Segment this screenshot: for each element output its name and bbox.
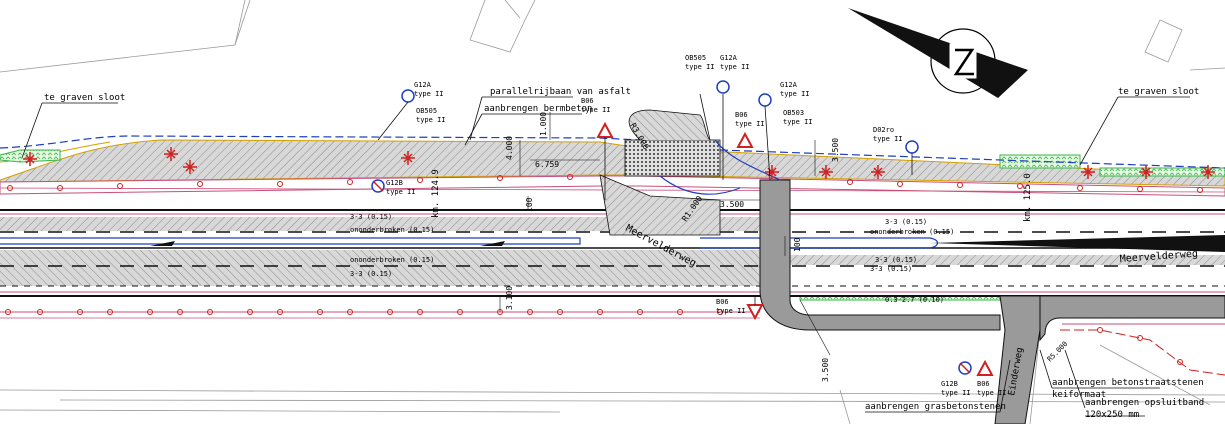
- sign-code-2: OB505: [416, 107, 437, 115]
- sign-code-1: G12A: [414, 81, 432, 89]
- label-parallelrijbaan: parallelrijbaan van asfalt: [490, 87, 631, 97]
- pole-markers: [5, 174, 1203, 365]
- dim-3100: 3.100: [505, 286, 514, 310]
- dim-100a: 100: [525, 197, 534, 212]
- dim-6759: 6.759: [535, 160, 559, 169]
- sign-b06-icon: [736, 131, 754, 148]
- leader-lines: [21, 93, 1190, 417]
- sign-type-4: type II: [581, 106, 611, 114]
- label-grasbetonstenen: aanbrengen grasbetonstenen: [865, 402, 1006, 412]
- sign-type-13: type II: [977, 389, 1007, 397]
- marking-4: 3-3 (0.15): [350, 270, 392, 278]
- north-arrow-icon: [848, 8, 1028, 98]
- sign-g12a-icon: [716, 80, 730, 94]
- marking-2: ononderbroken (0.15): [350, 226, 434, 234]
- sign-code-6: G12A: [720, 54, 738, 62]
- dim-3500b: 3.500: [831, 138, 840, 162]
- dim-100b: 100: [793, 237, 802, 252]
- marking-1: 3-3 (0.15): [350, 213, 392, 221]
- tree-markers: [23, 147, 1215, 179]
- marking-labels: 3-3 (0.15) ononderbroken (0.15) ononderb…: [350, 213, 954, 304]
- sign-type-3: type II: [386, 188, 416, 196]
- sign-code-7: B06: [735, 111, 748, 119]
- label-km-1: km. 124.9: [431, 169, 441, 218]
- marking-7: 0.3-2.7 (0.10): [885, 296, 944, 304]
- label-betonstraatstenen-1: aanbrengen betonstraatstenen: [1052, 378, 1204, 388]
- dim-4000: 4.000: [505, 136, 514, 160]
- sign-code-4: B06: [581, 97, 594, 105]
- sign-type-8: type II: [780, 90, 810, 98]
- sign-type-7: type II: [735, 120, 765, 128]
- sign-code-3: G12B: [386, 179, 403, 187]
- label-bermbeton: aanbrengen bermbeton: [484, 104, 592, 114]
- sign-type-1: type II: [414, 90, 444, 98]
- sign-labels: G12A type II OB505 type II G12B type II …: [386, 54, 1007, 397]
- dim-3500c: 3.500: [821, 358, 830, 382]
- sign-code-8: G12A: [780, 81, 798, 89]
- label-opsluitband-1: aanbrengen opsluitband: [1085, 398, 1204, 408]
- sign-type-11: type II: [716, 307, 746, 315]
- sign-code-9: OB503: [783, 109, 804, 117]
- label-betonstraatstenen-2: keiformaat: [1052, 390, 1106, 400]
- junction-area: [599, 109, 1225, 424]
- marking-8: 3-3 (0.15): [875, 256, 917, 264]
- dimension-lines: [499, 112, 831, 356]
- sign-g12a-icon: [758, 93, 772, 107]
- sign-type-9: type II: [783, 118, 813, 126]
- sign-type-10: type II: [873, 135, 903, 143]
- sign-code-5: OB505: [685, 54, 706, 62]
- ditch-line: [0, 135, 1225, 169]
- sign-code-10: D02ro: [873, 126, 894, 134]
- sign-type-6: type II: [720, 63, 750, 71]
- sign-b06-icon: [596, 121, 614, 138]
- label-opsluitband-2: 120x250 mm: [1085, 410, 1139, 420]
- marking-6: 3-3 (0.15): [870, 265, 912, 273]
- dim-1000: 1.000: [539, 112, 548, 136]
- lower-boundary: [0, 311, 1225, 376]
- sign-g12a-icon: [401, 89, 415, 103]
- label-road-name-2: Meervelderweg: [1119, 249, 1198, 265]
- marking-5: 3-3 (0.15): [885, 218, 927, 226]
- label-sloot-right: te graven sloot: [1118, 87, 1199, 97]
- sign-code-13: B06: [977, 380, 990, 388]
- dim-3500a: 3.500: [720, 200, 744, 209]
- sign-type-2: type II: [416, 116, 446, 124]
- sign-b06-icon: [976, 359, 994, 376]
- sign-type-12: type II: [941, 389, 971, 397]
- label-km-2: km. 125.0: [1023, 173, 1033, 222]
- sign-d02ro-icon: [905, 140, 919, 154]
- marking-3: ononderbroken (0.15): [350, 256, 434, 264]
- label-sloot-left: te graven sloot: [44, 93, 125, 103]
- sign-code-12: G12B: [941, 380, 958, 388]
- marking-9: ononderbroken (0.15): [870, 228, 954, 236]
- sign-code-11: B06: [716, 298, 729, 306]
- sign-type-5: type II: [685, 63, 715, 71]
